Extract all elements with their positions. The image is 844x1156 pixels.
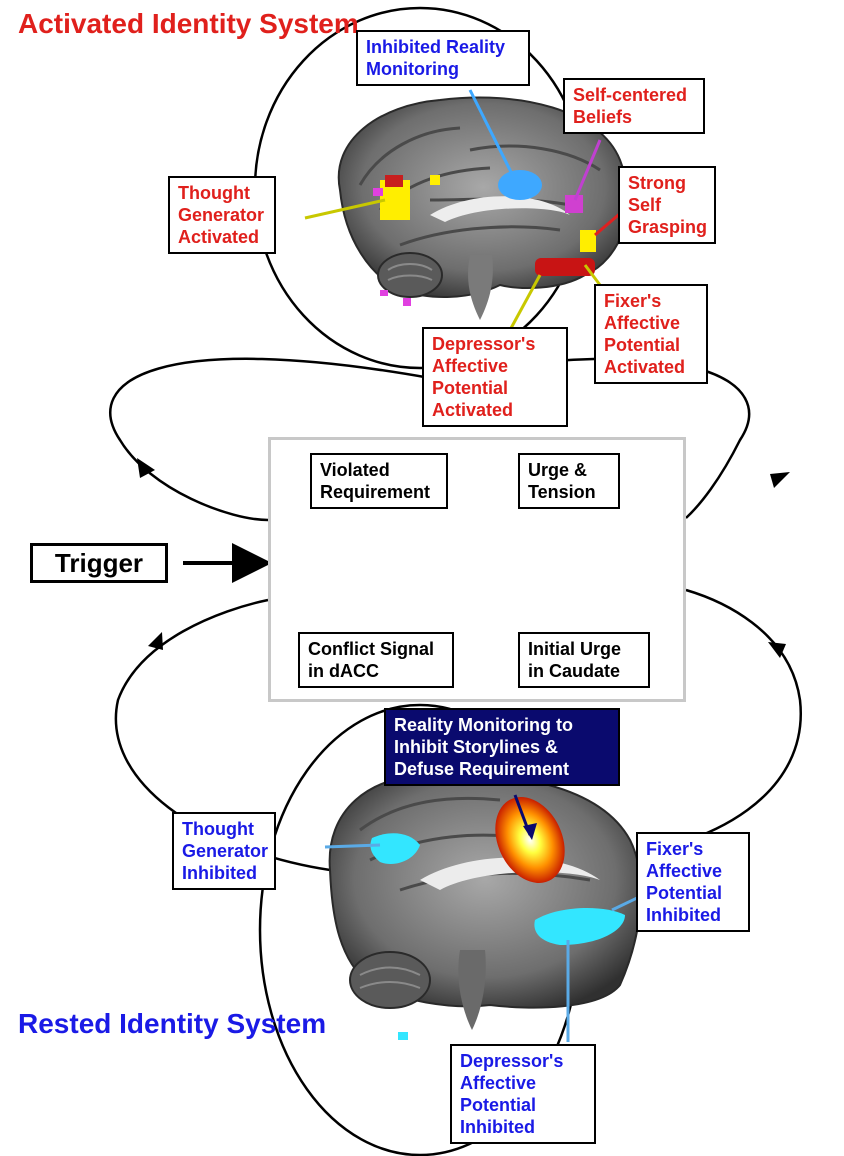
label-depressor-activated: Depressor's Affective Potential Activate… (422, 327, 568, 427)
pointer-thought-inhibited (324, 843, 381, 849)
label-thought-generator-activated: Thought Generator Activated (168, 176, 276, 254)
label-fixer-activated: Fixer's Affective Potential Activated (594, 284, 708, 384)
label-reality-monitoring: Reality Monitoring to Inhibit Storylines… (384, 708, 620, 786)
label-initial-urge: Initial Urge in Caudate (518, 632, 650, 688)
trigger-box: Trigger (30, 543, 168, 583)
label-inhibited-reality: Inhibited Reality Monitoring (356, 30, 530, 86)
pointer-self-centered (573, 139, 602, 201)
label-thought-generator-inhibited: Thought Generator Inhibited (172, 812, 276, 890)
label-depressor-inhibited: Depressor's Affective Potential Inhibite… (450, 1044, 596, 1144)
outer-loop-upper (109, 357, 431, 522)
label-fixer-inhibited: Fixer's Affective Potential Inhibited (636, 832, 750, 932)
arrowhead-upper-left (137, 458, 155, 478)
arrowhead-upper-right (770, 472, 790, 488)
pointer-fixer-activated (583, 264, 602, 286)
bottom-brain (328, 773, 642, 1040)
pointer-thought-generator (304, 198, 386, 220)
label-urge-tension: Urge & Tension (518, 453, 620, 509)
arrowhead-lower-right (768, 642, 786, 658)
label-self-centered: Self-centered Beliefs (563, 78, 705, 134)
pointer-fixer-inhibited (611, 896, 638, 912)
label-strong-self-grasping: Strong Self Grasping (618, 166, 716, 244)
label-conflict-signal: Conflict Signal in dACC (298, 632, 454, 688)
top-brain (337, 96, 629, 320)
arrowhead-lower-left (148, 632, 163, 650)
activated-title: Activated Identity System (18, 8, 359, 39)
pointer-inhibited-reality (468, 89, 517, 181)
label-violated-requirement: Violated Requirement (310, 453, 448, 509)
outer-loop-upper-right (429, 357, 751, 519)
rested-title: Rested Identity System (18, 1008, 327, 1039)
pointer-depressor-activated (508, 274, 542, 331)
